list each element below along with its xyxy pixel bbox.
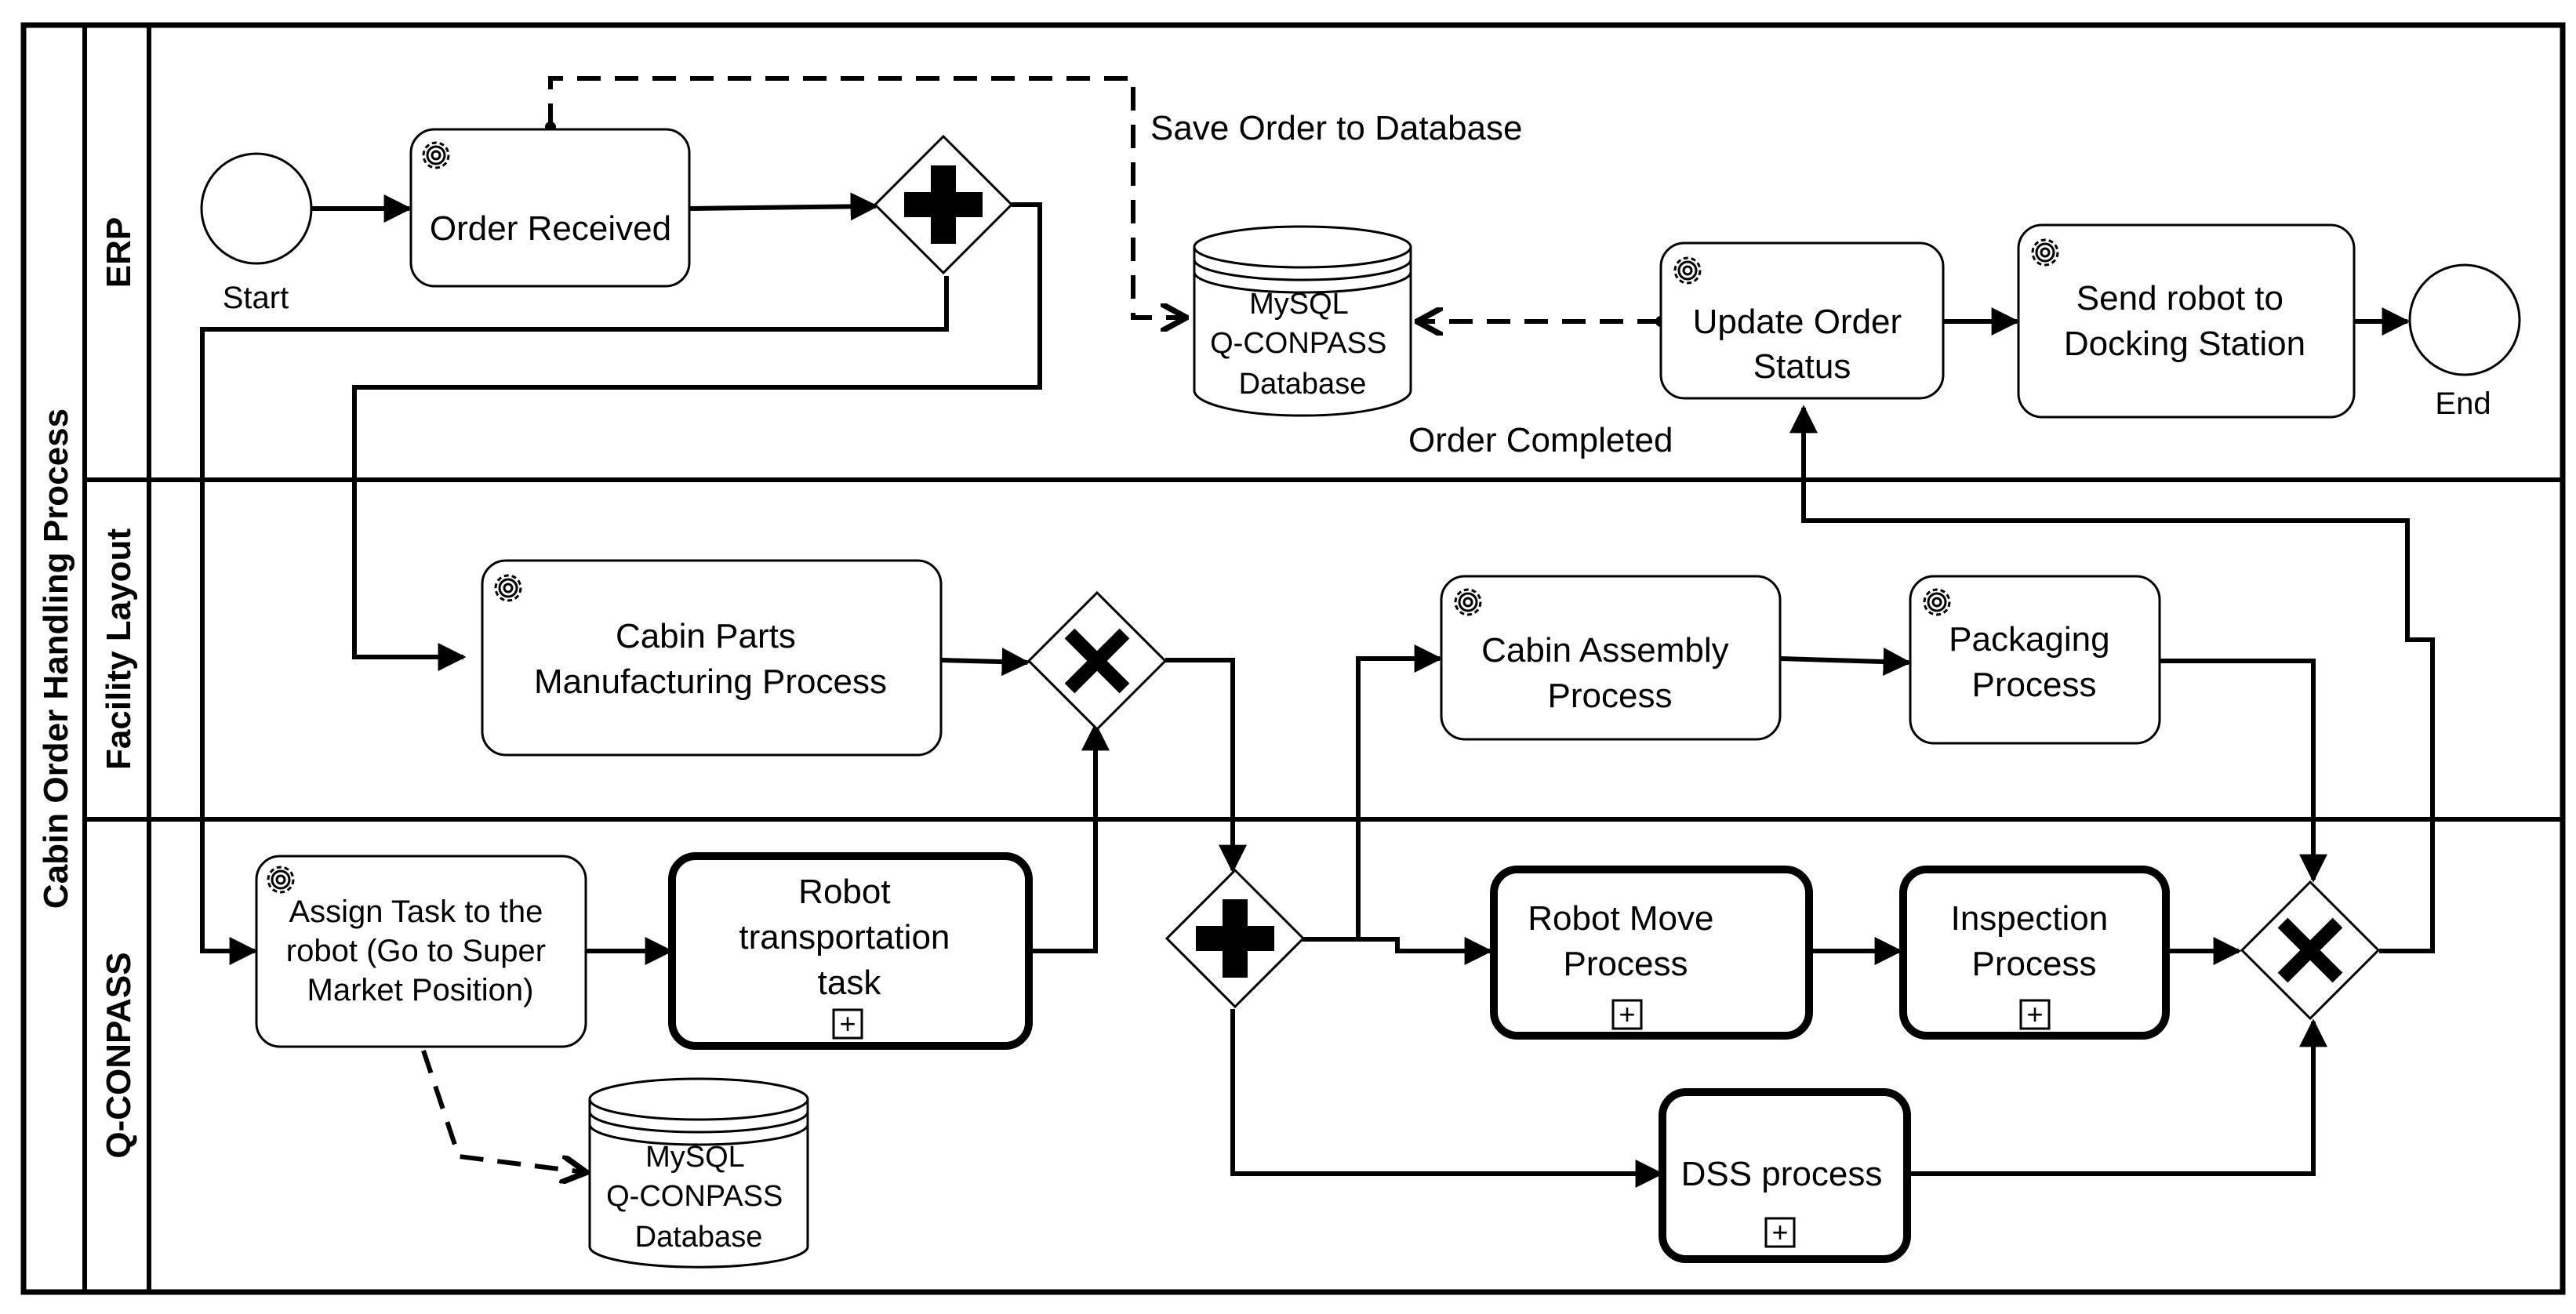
- db-erp-line1: MySQL: [1249, 288, 1348, 321]
- expand-icon: [2019, 999, 2051, 1030]
- task-cabin-parts-line1: Cabin Parts: [616, 617, 796, 655]
- svg-text:Inspection Process: Inspection Process: [1951, 899, 2118, 983]
- end-event: [2408, 263, 2521, 376]
- task-packaging-line1: Packaging: [1949, 620, 2109, 659]
- flow-gateway-to-cabin-parts: [352, 202, 1042, 671]
- db-qconpass-line1: MySQL: [645, 1141, 744, 1174]
- gear-icon: [494, 574, 522, 602]
- subprocess-inspection: [1899, 866, 2170, 1040]
- label-order-completed: Order Completed: [1408, 421, 1673, 459]
- flow-packaging-to-xor2: [2160, 659, 2327, 883]
- db-qconpass-line2: Q-CONPASS: [606, 1180, 783, 1213]
- subprocess-marker-dss: +: [1771, 1216, 1788, 1248]
- db-erp-line3: Database: [1239, 368, 1367, 401]
- task-assign-line1: Assign Task to the: [289, 895, 543, 929]
- task-transport-line3: task: [818, 964, 882, 1002]
- task-cabin-assembly-line2: Process: [1548, 677, 1673, 715]
- task-update-order-line2: Status: [1753, 347, 1851, 386]
- task-send-robot-line2: Docking Station: [2064, 325, 2305, 363]
- task-order-received-label: Order Received: [430, 209, 671, 248]
- db-qconpass-line3: Database: [635, 1221, 763, 1254]
- flow-dss-to-xor2: [1907, 1018, 2327, 1176]
- task-update-order-status: [1659, 241, 1945, 400]
- task-packaging-line2: Process: [1972, 666, 2097, 704]
- svg-text:Robot transportation t: Robot transportation task: [739, 873, 959, 1002]
- svg-text:Cabin Parts Manufacturing: Cabin Parts Manufacturing Process: [534, 617, 887, 701]
- svg-text:Update Order Status: Update Order Status: [1693, 303, 1912, 386]
- flow-transport-to-xor: [1030, 722, 1110, 953]
- task-assign-task: [255, 855, 587, 1048]
- expand-icon: [1611, 999, 1643, 1030]
- task-assign-line3: Market Position): [307, 973, 534, 1007]
- database-erp: [1193, 225, 1412, 417]
- subprocess-dss: [1659, 1088, 1911, 1263]
- flow-xor2-to-update-order: [1789, 405, 2435, 953]
- gear-icon: [2031, 238, 2059, 267]
- task-cabin-parts: [481, 559, 943, 757]
- expand-icon: [1764, 1217, 1796, 1248]
- lane-label-facility: Facility Layout: [100, 528, 138, 770]
- task-packaging: [1909, 575, 2161, 745]
- svg-text:MySQL Q-CONPASS Databa: MySQL Q-CONPASS Database: [606, 1141, 791, 1254]
- start-event: [200, 152, 313, 265]
- assoc-order-to-db: [548, 76, 1184, 318]
- end-label: End: [2435, 387, 2491, 421]
- task-transport-line2: transportation: [739, 918, 950, 956]
- expand-icon: [832, 1008, 863, 1040]
- sequence-flows: [200, 192, 2435, 1188]
- exclusive-gateway-merge: [2240, 880, 2381, 1021]
- flow-parallel2-to-dss: [1230, 1009, 1664, 1188]
- subprocess-robot-move: [1490, 866, 1813, 1040]
- flow-cabin-parts-to-xor: [940, 648, 1030, 677]
- subprocess-marker-transport: +: [839, 1007, 856, 1040]
- assoc-assign-to-db: [421, 1050, 584, 1172]
- svg-text:Send robot to Docking Stat: Send robot to Docking Station: [2064, 279, 2305, 363]
- subprocess-robot-transport: [668, 852, 1033, 1050]
- task-send-robot-line1: Send robot to: [2076, 279, 2284, 318]
- svg-text:Packaging Process: Packaging Process: [1949, 620, 2120, 704]
- label-save-order: Save Order to Database: [1150, 109, 1522, 147]
- db-erp-line2: Q-CONPASS: [1210, 327, 1386, 360]
- flow-xor-to-parallel2: [1165, 658, 1247, 873]
- exclusive-gateway-facility: [1026, 590, 1168, 731]
- svg-text:Cabin Assembly Process: Cabin Assembly Process: [1481, 631, 1739, 715]
- task-robot-move-line2: Process: [1564, 945, 1688, 983]
- parallel-gateway-qconpass: [1164, 868, 1306, 1009]
- pool-title: Cabin Order Handling Process: [37, 408, 75, 909]
- flow-assembly-to-packaging: [1779, 648, 1912, 677]
- subprocess-marker-inspection: +: [2026, 998, 2043, 1030]
- start-label: Start: [223, 281, 289, 315]
- task-send-robot: [2017, 223, 2356, 419]
- svg-text:Assign Task to the robot (: Assign Task to the robot (Go to Super Ma…: [286, 895, 554, 1007]
- task-cabin-parts-line2: Manufacturing Process: [534, 662, 887, 701]
- task-update-order-line1: Update Order: [1693, 303, 1902, 341]
- svg-text:Robot Move Process: Robot Move Process: [1528, 899, 1723, 983]
- task-order-received: [409, 128, 691, 288]
- task-transport-line1: Robot: [798, 873, 890, 911]
- task-cabin-assembly-line1: Cabin Assembly: [1481, 631, 1728, 670]
- task-inspection-line1: Inspection: [1951, 899, 2109, 938]
- task-dss-label: DSS process: [1681, 1155, 1883, 1193]
- task-inspection-line2: Process: [1972, 945, 2097, 983]
- gear-icon: [267, 866, 295, 894]
- gear-icon: [1673, 256, 1702, 285]
- gear-icon: [1454, 588, 1482, 616]
- svg-text:MySQL Q-CONPASS Databa: MySQL Q-CONPASS Database: [1210, 288, 1395, 401]
- task-robot-move-line1: Robot Move: [1528, 899, 1713, 938]
- task-assign-line2: robot (Go to Super: [286, 934, 546, 968]
- task-cabin-assembly: [1440, 575, 1782, 741]
- subprocess-marker-robot-move: +: [1619, 998, 1635, 1030]
- flow-parallel2-to-robot-move: [1303, 937, 1493, 965]
- flow-gateway-to-assign-task: [200, 276, 949, 965]
- parallel-gateway-erp: [873, 134, 1014, 275]
- gear-icon: [1923, 588, 1951, 616]
- flow-order-to-gateway: [688, 192, 879, 221]
- flow-parallel2-to-assembly: [1356, 644, 1443, 938]
- lane-label-qconpass: Q-CONPASS: [100, 952, 138, 1158]
- gear-icon: [422, 141, 450, 169]
- database-qconpass: [588, 1077, 809, 1269]
- lane-label-erp: ERP: [100, 217, 138, 288]
